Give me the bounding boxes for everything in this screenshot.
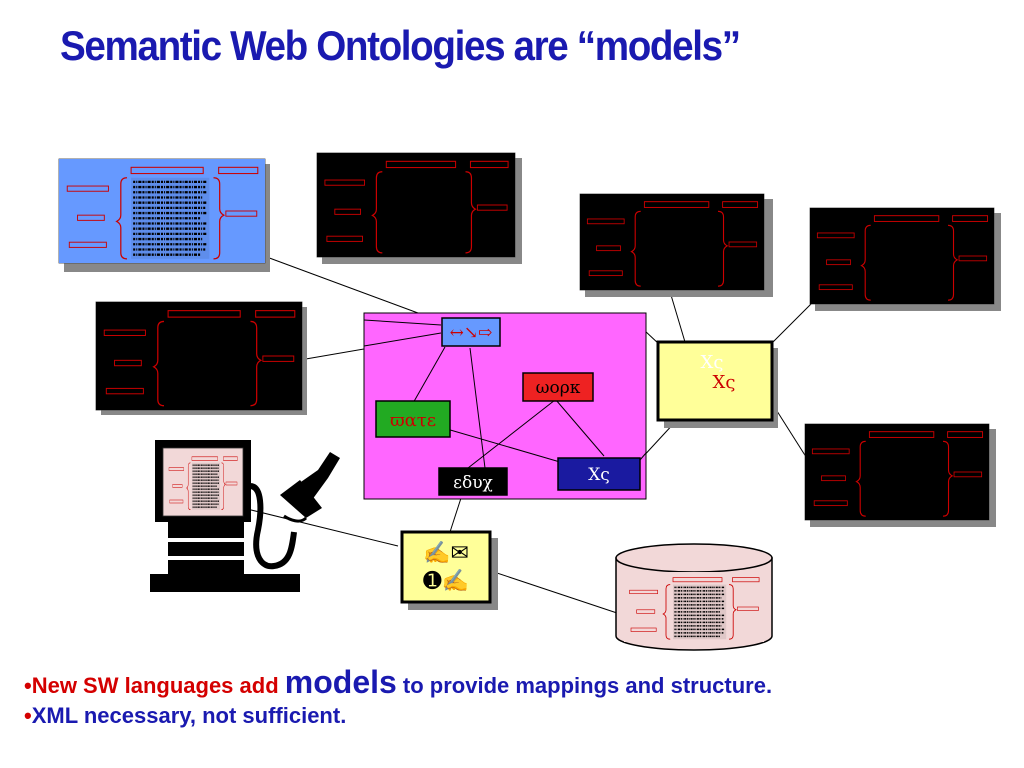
svg-text:➊✍: ➊✍ [423,568,469,593]
gas-pump-nozzle-icon [249,452,340,570]
svg-text:Χς: Χς [713,372,736,393]
bullet-marker: • [24,703,32,728]
svg-text:↔↘⇨: ↔↘⇨ [450,323,493,343]
svg-text:Χς: Χς [701,352,724,373]
bullet-item: •New SW languages add models to provide … [24,664,772,701]
query-box: ✍✉ ➊✍ [400,530,498,610]
node-work: ωορκ [522,372,594,402]
xml-document-icon [94,300,307,415]
bullet-text: to provide mappings and structure. [402,673,773,698]
node-wate: ϖατε [375,400,451,438]
node-educ: εδυχ [438,467,508,496]
node-xs: Χς [557,457,641,491]
xml-document-icon [315,151,522,264]
xml-document-icon [57,157,270,272]
computer-terminal-icon [150,440,300,592]
svg-text:εδυχ: εδυχ [453,473,493,493]
svg-text:Χς: Χς [588,465,610,485]
bullet-emphasis: models [284,664,397,700]
slide-title: Semantic Web Ontologies are “models” [60,22,741,69]
database-cylinder-icon [615,543,773,651]
svg-text:ωορκ: ωορκ [536,378,581,398]
bullet-marker: • [24,673,32,698]
xml-document-icon [578,192,773,297]
bullet-text: New SW languages add [31,673,279,698]
bullet-item: •XML necessary, not sufficient. [24,703,772,729]
bullet-list: •New SW languages add models to provide … [24,664,772,731]
ontology-box: ↔↘⇨ ϖατε ωορκ εδυχ Χς [363,312,647,500]
svg-text:✍✉: ✍✉ [423,540,469,565]
mapping-box: Χς Χς [656,340,778,428]
bullet-text: XML necessary, not sufficient. [31,703,347,728]
svg-text:ϖατε: ϖατε [390,410,436,431]
xml-document-icon [808,206,1001,311]
xml-document-icon [803,422,996,527]
top-node: ↔↘⇨ [441,317,501,347]
